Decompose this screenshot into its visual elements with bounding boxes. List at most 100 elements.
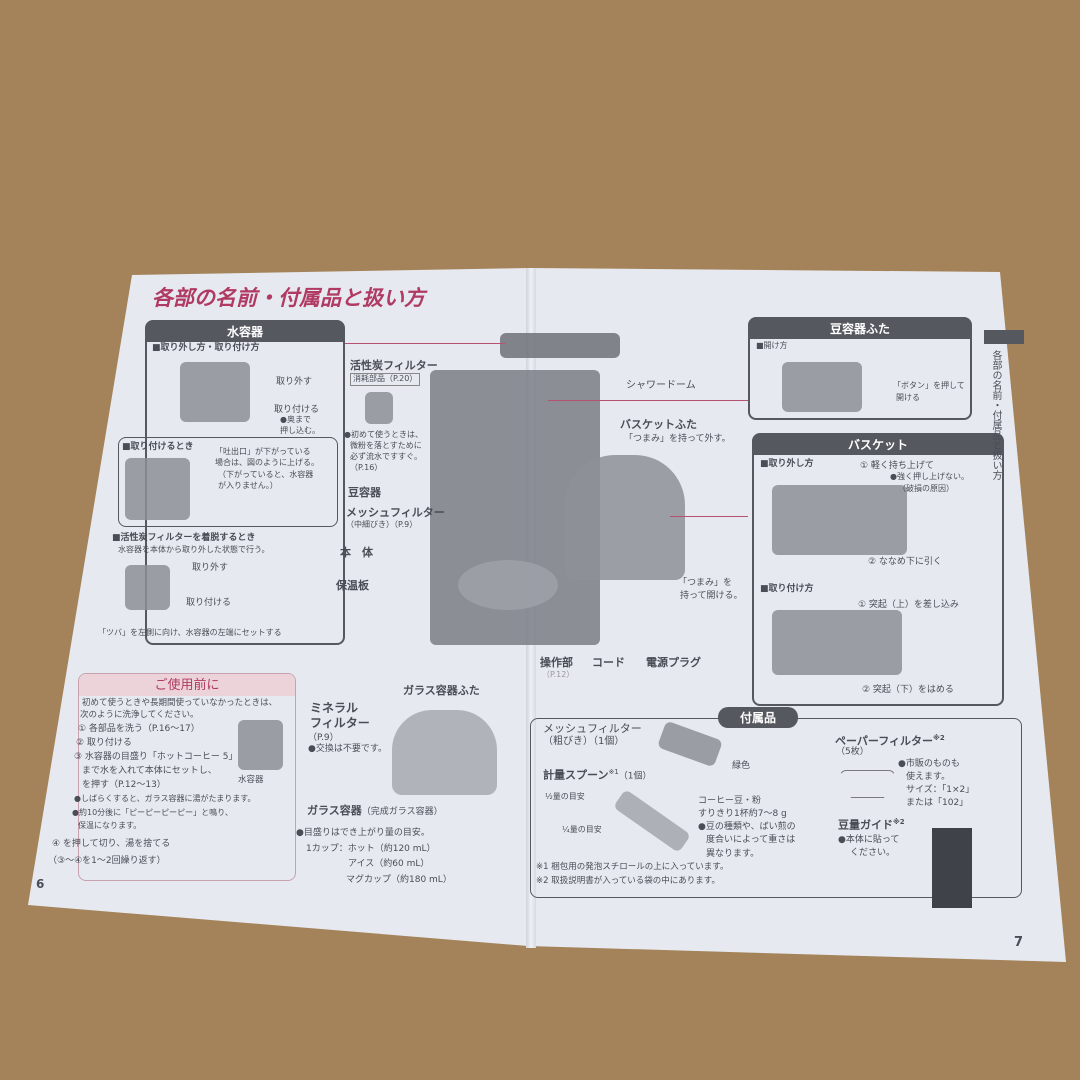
label: バスケットふた — [620, 418, 697, 431]
label: ミネラル — [310, 701, 359, 715]
filter-illustration — [125, 565, 170, 610]
bean-lid-header: 豆容器ふた — [749, 318, 971, 339]
leader-line — [548, 400, 748, 401]
label: 電源プラグ — [646, 656, 701, 669]
tank-lid-illustration — [180, 362, 250, 422]
label: すりきり1杯約7～8 g — [698, 809, 787, 819]
label: 微粉を落とすために — [350, 441, 422, 450]
water-tank-header: 水容器 — [146, 321, 344, 342]
label: 持って開ける。 — [680, 591, 743, 601]
accessories-header: 付属品 — [718, 707, 799, 728]
text: 次のように洗浄してください。 — [80, 710, 199, 720]
before-use-box — [78, 673, 296, 881]
text: マグカップ（約180 mL） — [346, 875, 452, 885]
text: ① 各部品を洗う（P.16～17） — [78, 724, 200, 734]
label: 「吐出口」が下がっている — [215, 447, 311, 456]
label: フィルター — [310, 716, 370, 730]
side-tab — [984, 330, 1024, 344]
carafe-illustration — [392, 710, 497, 795]
label: ガラス容器（完成ガラス容器） — [307, 804, 443, 819]
label: シャワードーム — [626, 380, 696, 391]
label: 「ツバ」を左側に向け、水容器の左端にセットする — [98, 628, 282, 637]
charcoal-filter-illustration — [365, 392, 393, 424]
label: （下がっていると、水容器 — [218, 470, 314, 479]
warm-plate — [458, 560, 558, 610]
label: 豆量ガイド※2 — [838, 818, 905, 834]
attach-box — [118, 437, 338, 527]
label: 「つまみ」を — [678, 578, 733, 588]
text: 水容器 — [238, 775, 264, 785]
bean-guide-card — [932, 828, 972, 908]
label: ¼量の目安 — [562, 825, 602, 834]
text: を押す（P.12～13） — [82, 780, 166, 790]
paper-sup: ※2 — [933, 734, 945, 742]
bean-lid-open-illustration — [782, 362, 862, 412]
label: 取り外す — [192, 563, 229, 573]
label: ●奥まで — [280, 415, 311, 424]
label: （P.12） — [542, 670, 575, 679]
tank-small-illustration — [238, 720, 283, 770]
page-title: 各部の名前・付属品と扱い方 — [152, 286, 425, 310]
text: ③ 水容器の目盛り「ホットコーヒー 5」 — [74, 752, 238, 762]
text: （③～④を1～2回繰り返す） — [48, 856, 166, 866]
label: 本 体 — [340, 546, 373, 559]
label: メッシュフィルター — [346, 506, 445, 519]
bean-lid-illustration — [500, 333, 620, 358]
label: ② ななめ下に引く — [868, 557, 942, 567]
label: 水容器を本体から取り外した状態で行う。 — [118, 545, 270, 554]
label: ½量の目安 — [545, 792, 585, 801]
label: 場合は、図のように上げる。 — [215, 458, 319, 467]
carafe-sub: （完成ガラス容器） — [361, 807, 443, 817]
label: 度合いによって重さは — [706, 835, 796, 845]
label: （中細びき）（P.9） — [346, 520, 418, 529]
text: 1カップ：ホット（約120 mL） — [306, 844, 436, 854]
label: 取り外す — [276, 377, 313, 387]
label: ■取り付け方 — [760, 584, 814, 594]
tank-illustration — [125, 458, 190, 520]
label: 消耗部品（P.20） — [350, 373, 421, 386]
label: コーヒー豆・粉 — [698, 796, 762, 806]
label: 取り付ける — [186, 598, 232, 608]
label: サイズ：「1×2」 — [906, 785, 975, 795]
label: （P.16） — [350, 463, 383, 472]
label: （P.9） — [308, 733, 339, 743]
text: ●目盛りはでき上がり量の目安。 — [296, 828, 430, 838]
label: コード — [592, 656, 625, 669]
basket-remove-illustration — [772, 485, 907, 555]
guide-label: 豆量ガイド — [838, 818, 893, 832]
label: ●市販のものも — [898, 759, 960, 769]
text: ④ を押して切り、湯を捨てる — [52, 839, 171, 849]
page-number: 7 — [1014, 935, 1024, 950]
label: 活性炭フィルター — [350, 359, 438, 372]
label: ●交換は不要です。 — [308, 744, 387, 754]
spoon-sup: ※1 — [608, 768, 619, 776]
label: ■活性炭フィルターを着脱するとき — [112, 533, 256, 543]
footnote: ※2 取扱説明書が入っている袋の中にあります。 — [536, 876, 720, 886]
label: 開ける — [896, 393, 920, 402]
label: 「つまみ」を持って外す。 — [624, 434, 731, 444]
label: 豆容器 — [348, 486, 381, 499]
guide-sup: ※2 — [893, 818, 905, 826]
label: 押し込む。 — [280, 426, 320, 435]
label: ガラス容器ふた — [403, 684, 480, 697]
text: 保温になります。 — [78, 821, 142, 830]
label: ■開け方 — [756, 341, 788, 350]
basket-illustration — [565, 455, 685, 580]
label: ② 突起（下）をはめる — [862, 685, 954, 695]
label: ●強く押し上げない。 — [890, 472, 969, 481]
side-tab-text: 各部の名前・付属品と扱い方 — [990, 350, 1001, 480]
carafe-label: ガラス容器 — [307, 804, 362, 817]
label: （破損の原因） — [898, 484, 954, 493]
label: ください。 — [850, 848, 896, 858]
label: ●本体に貼って — [838, 835, 900, 845]
label: 「ボタン」を押して — [893, 381, 965, 390]
label: 保温板 — [336, 579, 369, 592]
leader-line — [345, 343, 505, 344]
label: ●豆の種類や、ばい煎の — [698, 822, 796, 832]
label: または「102」 — [906, 798, 969, 808]
paper-label: ペーパーフィルター — [835, 734, 934, 748]
label: ■取り外し方・取り付け方 — [152, 343, 260, 353]
text: ●しばらくすると、ガラス容器に湯がたまります。 — [74, 794, 256, 803]
text: まで水を入れて本体にセットし、 — [82, 766, 217, 776]
page-number: 6 — [36, 877, 45, 891]
